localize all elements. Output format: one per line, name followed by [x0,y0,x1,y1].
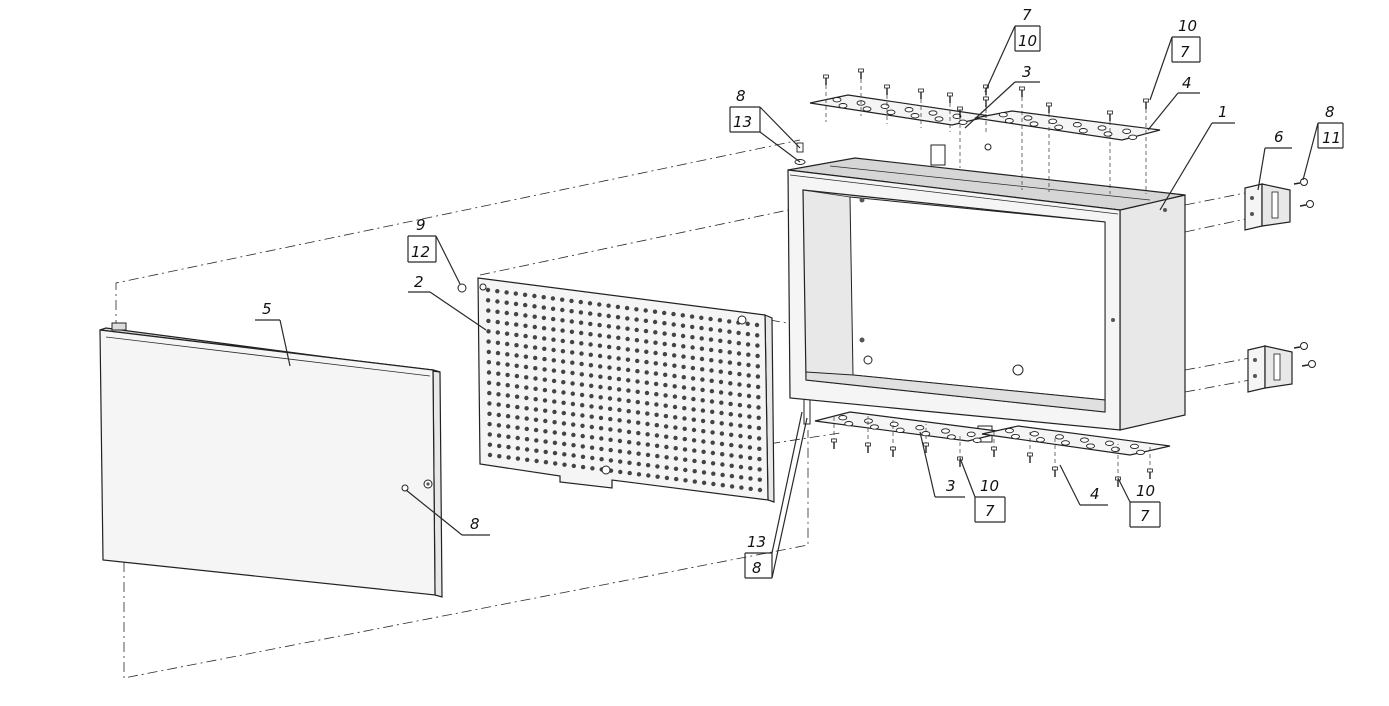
callout-number: 10 [1136,482,1155,500]
callout-number: 5 [262,300,272,318]
callout-number: 10 [1018,32,1037,50]
callout-3b: 3 [919,431,965,498]
callout-number: 3 [946,477,956,495]
callout-number: 13 [733,113,752,131]
panel-perforation [485,287,763,493]
mounting-panel [457,277,811,503]
callout-number: 8 [752,559,762,577]
callout-number: 4 [1182,74,1192,92]
callout-number: 8 [1325,103,1335,121]
callout-number: 8 [470,515,480,533]
callout-number: 7 [1022,6,1032,24]
callout-10b: 10 [1149,17,1200,101]
callout-4b: 4 [1059,464,1108,506]
callout-2: 2 [408,273,487,331]
callout-11: 11 [1317,123,1344,149]
callout-13b: 13 [745,411,803,554]
top-gland-plate-3 [809,94,991,126]
callout-number: 1 [1218,103,1228,121]
enclosure-body [787,143,1186,443]
callout-7b: 7 [1171,37,1201,63]
wall-bracket-lower [1247,345,1293,393]
callout-7a: 7 [984,6,1040,93]
callout-8d: 8 [744,417,808,579]
callout-13a: 13 [729,107,801,163]
callout-number: 2 [414,273,424,291]
callout-number: 12 [411,243,430,261]
callout-10a: 10 [1014,26,1041,52]
front-door [99,322,443,598]
callout-number: 9 [416,216,426,234]
callout-number: 13 [747,533,766,551]
callout-8c: 8 [405,489,490,536]
callout-number: 6 [1274,128,1284,146]
callout-number: 8 [736,87,746,105]
callout-number: 4 [1090,485,1100,503]
callout-7c: 7 [974,497,1006,523]
callout-3a: 3 [964,63,1040,129]
callout-number: 10 [980,477,999,495]
callout-4a: 4 [1147,74,1200,131]
callout-7d: 7 [1129,502,1161,528]
wall-bracket-upper [1244,183,1291,231]
callout-number: 11 [1322,129,1341,147]
callout-number: 7 [1140,507,1150,525]
callout-9: 9 [408,216,461,285]
callout-5: 5 [255,300,291,367]
callout-number: 7 [1180,43,1190,61]
callout-6: 6 [1257,128,1292,191]
bottom-gland-plate-4 [981,425,1171,456]
callout-10c: 10 [959,457,1005,498]
callout-number: 3 [1022,63,1032,81]
callout-10d: 10 [1117,477,1160,503]
callout-number: 7 [985,502,995,520]
callout-8b: 8 [1302,103,1343,181]
callout-12: 12 [407,236,437,263]
top-gland-plate-4 [974,110,1161,141]
callout-number: 10 [1178,17,1197,35]
callout-1: 1 [1159,103,1235,211]
callout-8a: 8 [730,87,801,149]
